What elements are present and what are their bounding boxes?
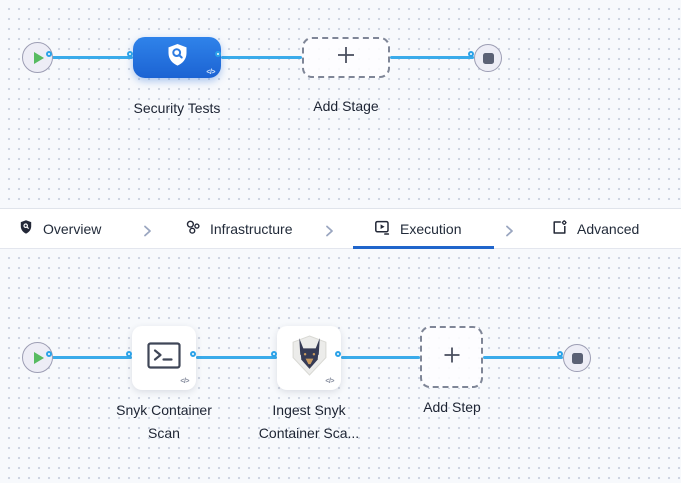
play-icon bbox=[34, 351, 44, 364]
connector-port bbox=[127, 51, 133, 57]
tab-label: Execution bbox=[400, 220, 462, 237]
tab-label: Overview bbox=[43, 220, 102, 237]
stage-label: Security Tests bbox=[133, 100, 221, 116]
tab-overview[interactable]: Overview bbox=[18, 209, 101, 248]
stage-node-security-tests[interactable]: </> bbox=[133, 37, 221, 78]
chevron-right-icon bbox=[325, 224, 334, 242]
play-icon bbox=[34, 51, 44, 64]
nodes-icon bbox=[185, 219, 201, 238]
connector-port bbox=[468, 51, 474, 57]
connector-edge bbox=[221, 56, 302, 59]
step-node-ingest-snyk[interactable]: </> bbox=[277, 326, 341, 390]
connector-port bbox=[557, 351, 563, 357]
stop-icon bbox=[482, 52, 494, 64]
connector-port bbox=[46, 351, 52, 357]
snyk-dog-icon bbox=[292, 335, 327, 381]
connector-port bbox=[126, 351, 132, 357]
chevron-right-icon bbox=[143, 224, 152, 242]
add-step-label: Add Step bbox=[423, 399, 481, 415]
code-glyph: </> bbox=[325, 378, 334, 385]
connector-port bbox=[190, 351, 196, 357]
connector-edge bbox=[196, 356, 277, 359]
tab-advanced[interactable]: Advanced bbox=[551, 209, 639, 248]
connector-edge bbox=[341, 356, 420, 359]
stop-icon bbox=[571, 352, 583, 364]
step-label: Snyk Container Scan bbox=[116, 402, 212, 441]
add-step-button[interactable] bbox=[420, 326, 483, 388]
connector-port bbox=[46, 51, 52, 57]
connector-port bbox=[335, 351, 341, 357]
stage-canvas: </> Security Tests Add Stage bbox=[0, 0, 681, 208]
play-board-icon bbox=[374, 219, 391, 239]
shield-scan-icon bbox=[166, 43, 189, 72]
pipeline-end-node bbox=[474, 44, 502, 72]
connector-edge bbox=[483, 356, 563, 359]
connector-edge bbox=[52, 56, 133, 59]
execution-step-canvas: </> </> bbox=[0, 249, 681, 483]
shield-icon bbox=[18, 219, 34, 238]
step-node-snyk-container-scan[interactable]: </> bbox=[132, 326, 196, 390]
pipeline-start-node bbox=[22, 42, 53, 73]
file-gear-icon bbox=[551, 219, 568, 239]
add-stage-label: Add Stage bbox=[313, 98, 379, 114]
connector-port bbox=[215, 51, 221, 57]
terminal-icon bbox=[147, 342, 181, 374]
add-stage-button[interactable] bbox=[302, 37, 390, 78]
chevron-right-icon bbox=[505, 224, 514, 242]
active-tab-underline bbox=[353, 246, 494, 249]
code-glyph: </> bbox=[206, 69, 215, 76]
connector-edge bbox=[52, 356, 132, 359]
tab-infrastructure[interactable]: Infrastructure bbox=[185, 209, 292, 248]
plus-icon bbox=[335, 44, 357, 71]
tab-execution[interactable]: Execution bbox=[374, 209, 461, 248]
stage-config-tab-bar: Overview Infrastructure Exec bbox=[0, 208, 681, 249]
code-glyph: </> bbox=[180, 378, 189, 385]
tab-label: Infrastructure bbox=[210, 220, 293, 237]
tab-label: Advanced bbox=[577, 220, 640, 237]
connector-port bbox=[271, 351, 277, 357]
connector-edge bbox=[390, 56, 474, 59]
plus-icon bbox=[442, 345, 462, 370]
step-label: Ingest Snyk Container Sca... bbox=[258, 402, 360, 441]
pipeline-start-node bbox=[22, 342, 53, 373]
pipeline-end-node bbox=[563, 344, 591, 372]
